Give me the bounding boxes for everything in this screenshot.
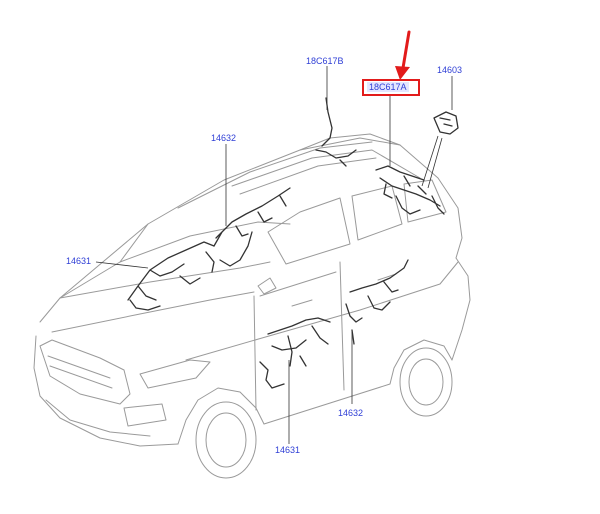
highlight-box: [362, 79, 420, 96]
part-label-14632-upper: 14632: [211, 133, 237, 143]
vehicle-outline: [33, 133, 471, 479]
part-label-14631-lower: 14631: [275, 445, 301, 455]
leader-lines: [95, 66, 453, 444]
part-label-18C617B: 18C617B: [306, 56, 344, 66]
harness-18C617B: [315, 97, 357, 167]
module-14603: [433, 111, 459, 135]
harness-14631-door: [259, 317, 331, 389]
harness-14632-roof: [213, 187, 291, 267]
leader-14603-b: [421, 135, 439, 187]
leader-14603-c: [427, 137, 443, 189]
harness-14632-door: [345, 259, 409, 345]
part-label-14603: 14603: [437, 65, 463, 75]
leader-14631-mid: [95, 261, 149, 269]
red-down-arrow-icon: [395, 30, 411, 80]
part-label-14632-lower: 14632: [338, 408, 364, 418]
harness-14631-cowl: [127, 241, 215, 311]
part-label-14631-mid: 14631: [66, 256, 92, 266]
harness-18C617A: [375, 165, 445, 215]
part-label-18C617A-highlighted: 18C617A: [367, 82, 409, 92]
wiring-harnesses: [127, 97, 459, 389]
